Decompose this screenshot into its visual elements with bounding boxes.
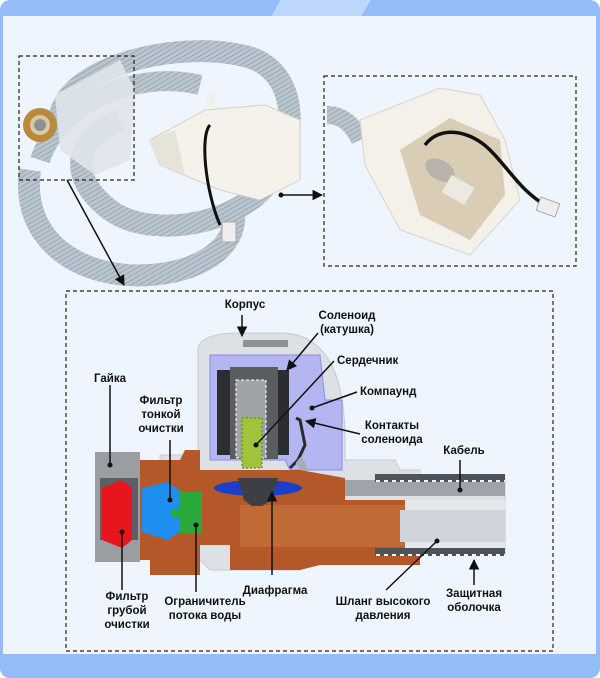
- protective-sleeve-top: [375, 474, 505, 482]
- valve-fitting: [55, 60, 135, 175]
- solenoid-contacts: [288, 416, 307, 470]
- label-gaika: Гайка: [94, 373, 127, 385]
- leader-serdechnik: [255, 360, 335, 446]
- cable: [203, 123, 222, 226]
- label-zashchitnaya-line1: Защитная: [446, 588, 502, 600]
- label-ogranichitel-line1: Ограничитель: [164, 596, 245, 608]
- label-kompaund: Компаунд: [360, 386, 417, 398]
- label-kontakty-line1: Контакты: [365, 420, 419, 432]
- leader-solenoid: [286, 332, 319, 371]
- label-filtr-tonkoy-line1: Фильтр: [140, 395, 183, 407]
- label-shlang-line1: Шланг высокого: [336, 596, 431, 608]
- label-solenoid-line1: Соленоид: [319, 310, 377, 322]
- label-zashchitnaya-line2: оболочка: [447, 602, 501, 614]
- leader-shlang: [385, 540, 438, 591]
- cutaway-frame: [65, 290, 554, 652]
- label-ogranichitel-line2: потока воды: [169, 610, 242, 622]
- label-solenoid-line2: (катушка): [320, 324, 374, 336]
- label-diafragma: Диафрагма: [243, 585, 308, 597]
- leader-kontakty: [304, 418, 361, 435]
- leader-kompaund: [311, 391, 358, 409]
- label-filtr-tonkoy-line2: тонкой: [141, 409, 180, 421]
- valve-box: [149, 104, 301, 201]
- label-filtr-tonkoy-line3: очистки: [138, 423, 183, 435]
- labels: Корпус Соленоид (катушка) Сердечник Комп…: [94, 299, 502, 631]
- arrow-to-cutaway: [66, 179, 125, 286]
- label-filtr-gruboy-line1: Фильтр: [106, 591, 149, 603]
- detail-photo: [326, 87, 561, 256]
- detail-cable: [423, 130, 546, 207]
- label-shlang-line2: давления: [356, 610, 411, 622]
- coarse-filter: [102, 480, 132, 548]
- label-kabel: Кабель: [443, 445, 484, 457]
- fine-filter: [142, 482, 182, 540]
- hose-photo: [17, 40, 301, 287]
- leader-lines: [107, 315, 480, 592]
- zoom-box-fitting: [18, 55, 135, 181]
- label-filtr-gruboy-line2: грубой: [107, 605, 146, 617]
- cable-tube: [345, 480, 505, 496]
- protective-sleeve-bottom: [375, 548, 505, 556]
- detail-photo-frame: [323, 75, 577, 267]
- label-korpus: Корпус: [225, 299, 266, 311]
- label-serdechnik: Сердечник: [337, 355, 399, 367]
- core-serdechnik: [241, 417, 263, 469]
- label-filtr-gruboy-line3: очистки: [104, 619, 149, 631]
- connector: [221, 221, 237, 243]
- label-kontakty-line2: соленоида: [361, 434, 423, 446]
